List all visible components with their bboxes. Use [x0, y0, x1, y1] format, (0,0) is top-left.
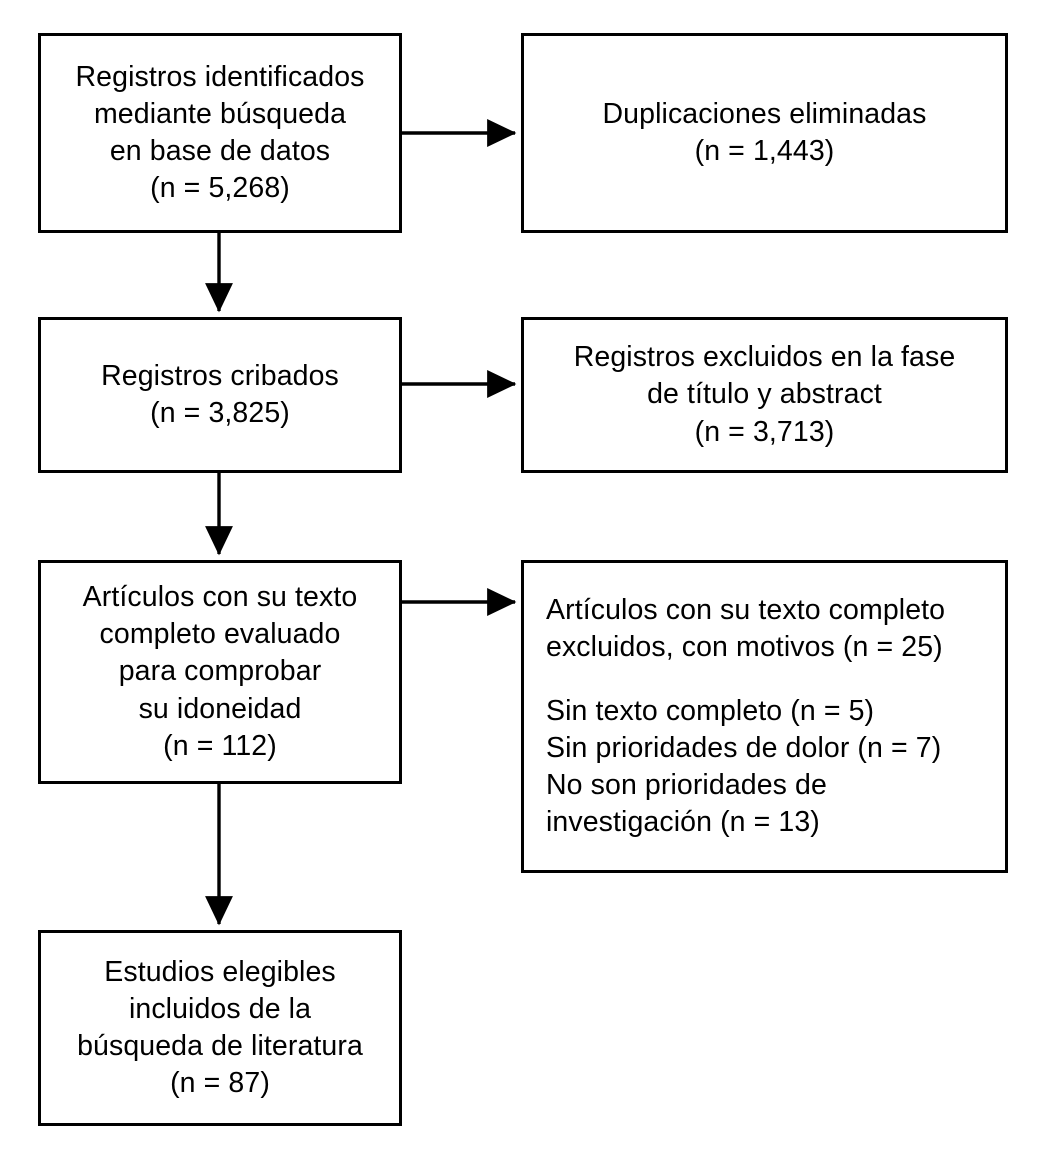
box-line: Artículos con su texto completo	[546, 593, 946, 626]
box-line: Registros excluidos en la fase	[573, 341, 956, 374]
exclusion-reason: Sin texto completo (n = 5)	[546, 694, 875, 727]
box-count-label: (n = 1,443)	[694, 135, 835, 167]
box-line: de título y abstract	[647, 378, 882, 411]
box-count-label: (n = 5,268)	[150, 172, 290, 205]
box-line: completo evaluado	[99, 618, 341, 651]
box-count-label: (n = 87)	[170, 1067, 270, 1100]
box-duplicates-removed: Duplicaciones eliminadas (n = 1,443)	[521, 33, 1008, 233]
box-fulltext-excluded-with-reasons: Artículos con su texto completo excluido…	[521, 560, 1008, 873]
box-records-identified: Registros identificados mediante búsqued…	[38, 33, 402, 233]
box-line: mediante búsqueda	[93, 97, 347, 130]
box-line: búsqueda de literatura	[77, 1030, 363, 1062]
box-line: Artículos con su texto	[82, 581, 358, 614]
box-line: para comprobar	[118, 655, 322, 688]
box-records-excluded-title-abstract: Registros excluidos en la fase de título…	[521, 317, 1008, 473]
box-line: Estudios elegibles	[104, 955, 336, 988]
box-line: Duplicaciones eliminadas	[602, 97, 927, 130]
box-fulltext-assessed: Artículos con su texto completo evaluado…	[38, 560, 402, 784]
box-count-label: (n = 3,713)	[694, 415, 835, 448]
box-count-label: (n = 112)	[163, 729, 277, 762]
box-studies-included: Estudios elegibles incluidos de la búsqu…	[38, 930, 402, 1126]
exclusion-reason: No son prioridades de	[546, 769, 827, 802]
box-line: Registros identificados	[75, 60, 365, 93]
box-line: incluidos de la	[128, 992, 312, 1025]
box-records-screened: Registros cribados (n = 3,825)	[38, 317, 402, 473]
box-line: Registros cribados	[101, 359, 339, 392]
exclusion-reason: investigación (n = 13)	[546, 806, 820, 839]
box-line: excluidos, con motivos (n = 25)	[546, 630, 943, 663]
exclusion-reason: Sin prioridades de dolor (n = 7)	[546, 732, 942, 765]
box-count-label: (n = 3,825)	[150, 397, 290, 429]
box-line: su idoneidad	[138, 692, 302, 725]
box-line: en base de datos	[109, 135, 331, 167]
